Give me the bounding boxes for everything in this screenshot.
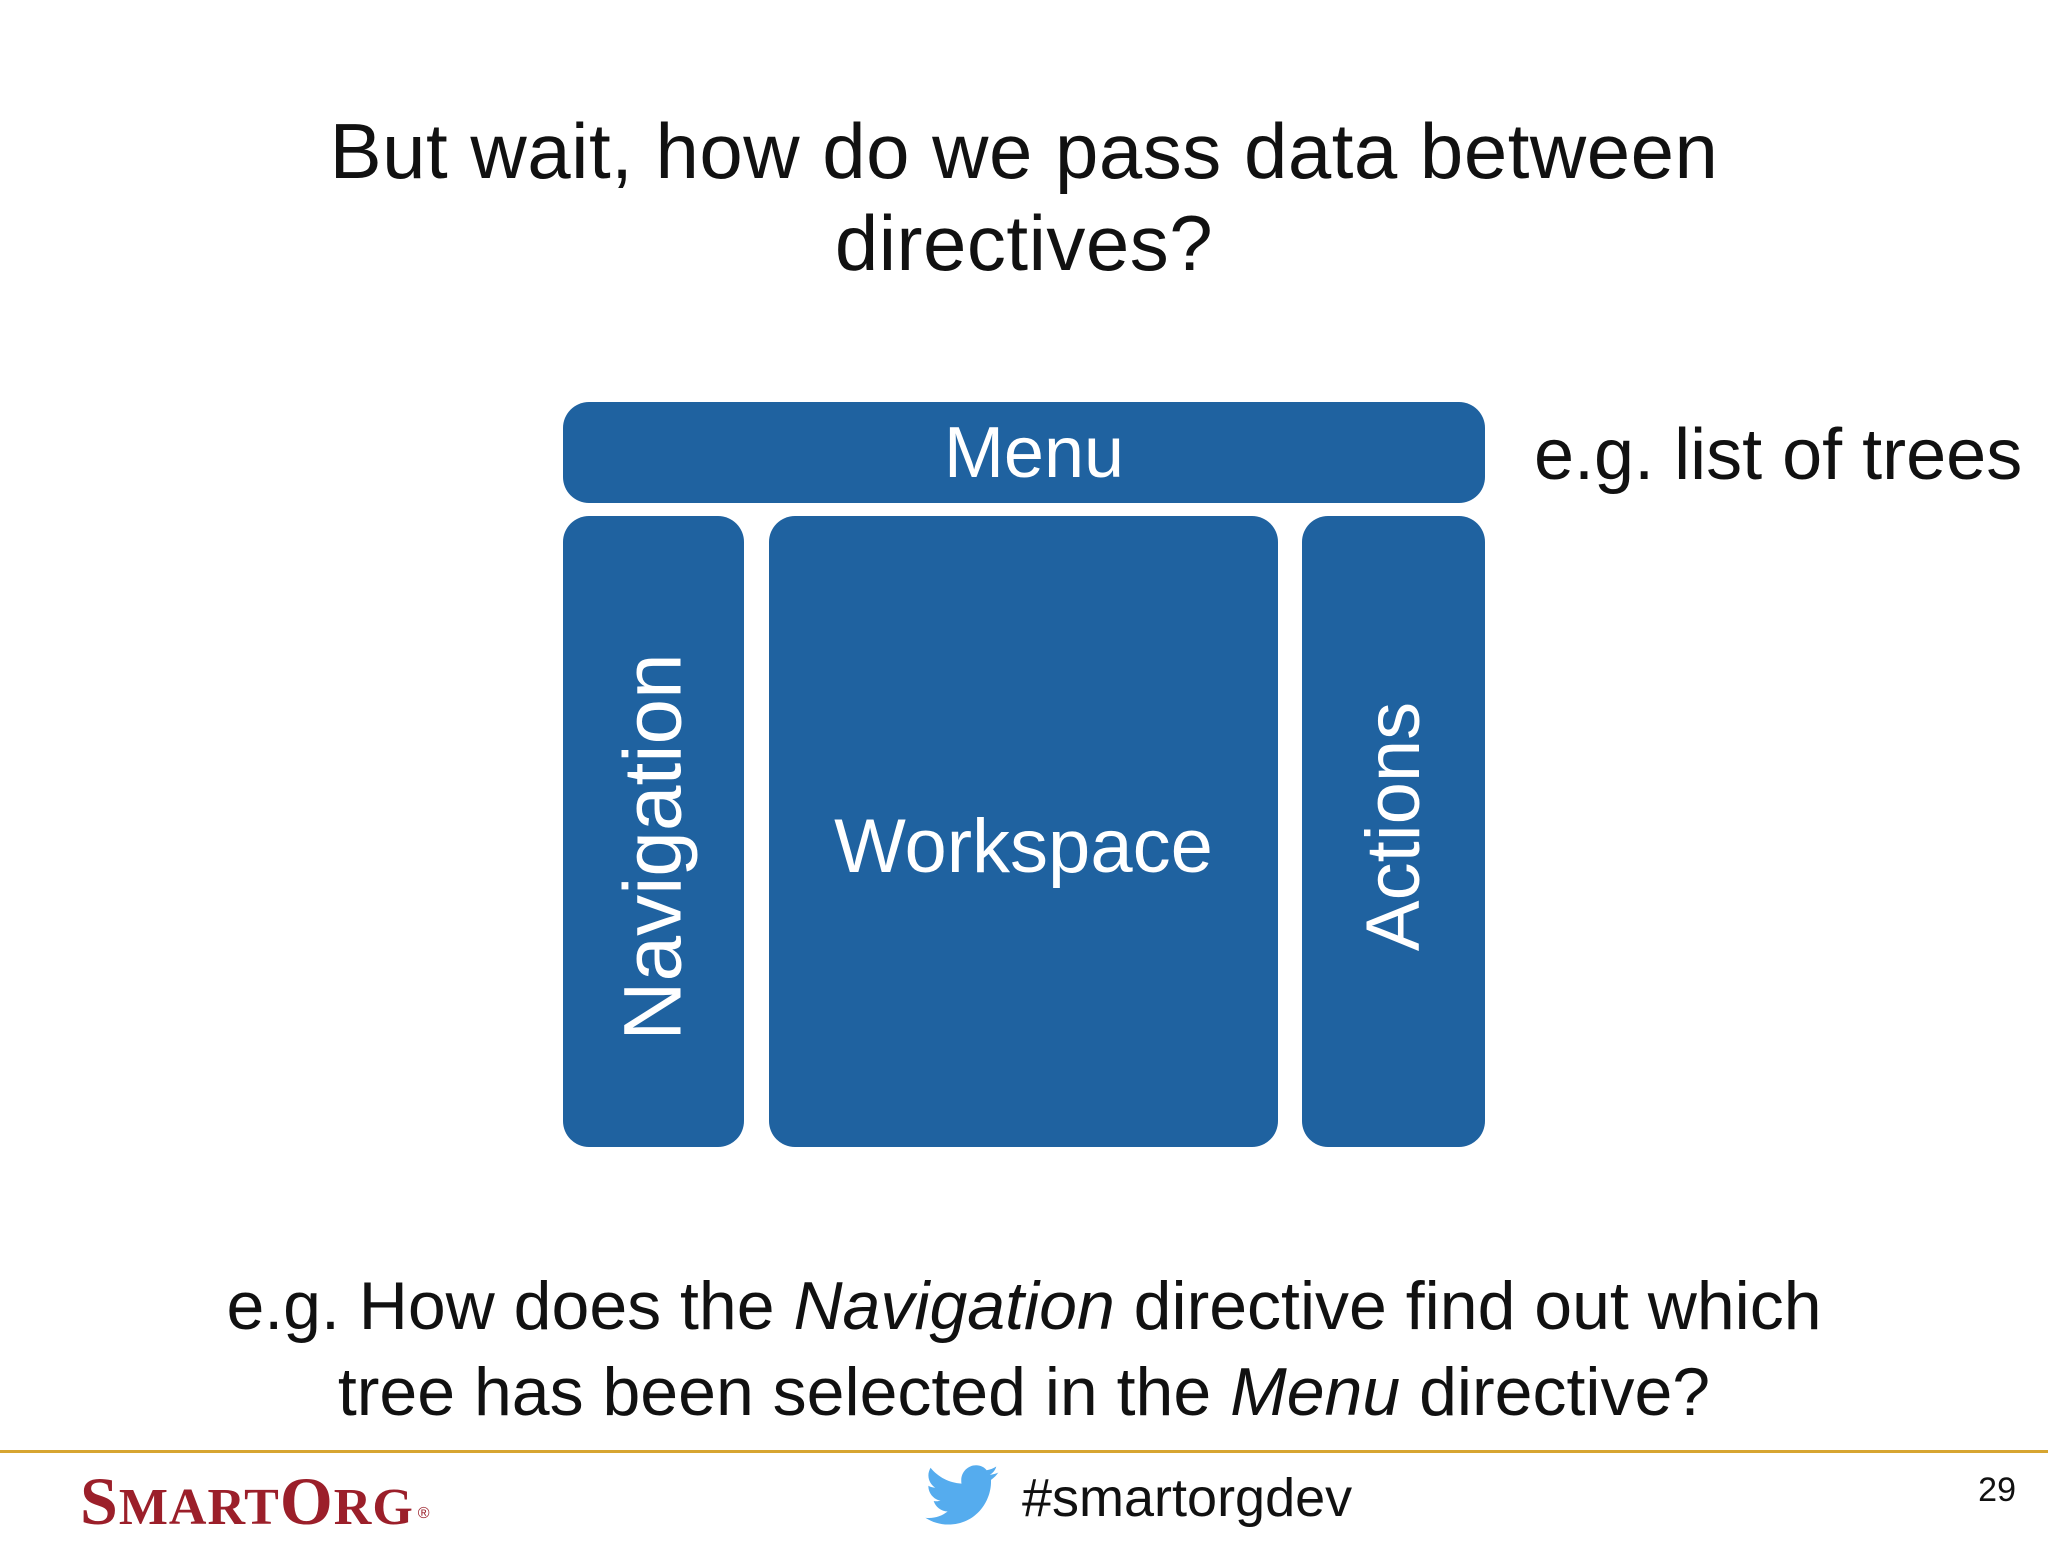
question-line-2-suffix: directive?	[1400, 1354, 1711, 1430]
logo-s: S	[80, 1463, 119, 1539]
page-number: 29	[1978, 1471, 2016, 1509]
menu-box: Menu	[563, 402, 1485, 503]
question-line-2-prefix: tree has been selected in the	[337, 1354, 1231, 1430]
hashtag-text: #smartorgdev	[1022, 1468, 1353, 1528]
question-line-1-suffix: directive find out which	[1114, 1268, 1822, 1344]
slide-title: But wait, how do we pass data between di…	[0, 105, 2048, 289]
question-line-1-prefix: e.g. How does the	[226, 1268, 794, 1344]
footer-divider	[0, 1450, 2048, 1453]
workspace-label: Workspace	[834, 804, 1213, 889]
navigation-box: Navigation	[563, 516, 744, 1147]
workspace-box: Workspace	[769, 516, 1278, 1147]
question-menu-emphasis: Menu	[1230, 1354, 1401, 1430]
slide-title-line-1: But wait, how do we pass data between	[329, 107, 1719, 195]
actions-label: Actions	[1351, 701, 1437, 952]
slide-title-line-2: directives?	[834, 199, 1214, 287]
menu-note: e.g. list of trees	[1534, 415, 2023, 495]
question-text: e.g. How does the Navigation directive f…	[0, 1263, 2048, 1435]
registered-mark: ®	[417, 1504, 431, 1522]
logo-rg: RG	[333, 1479, 414, 1536]
twitter-bird-icon	[925, 1465, 999, 1525]
actions-box: Actions	[1302, 516, 1485, 1147]
smartorg-logo: SMARTORG®	[80, 1466, 431, 1555]
logo-o: O	[279, 1463, 334, 1539]
question-line-1: e.g. How does the Navigation directive f…	[0, 1263, 2048, 1349]
menu-label: Menu	[943, 412, 1125, 493]
logo-mart: MART	[118, 1479, 280, 1536]
question-navigation-emphasis: Navigation	[793, 1268, 1115, 1344]
navigation-label: Navigation	[607, 652, 699, 1041]
question-line-2: tree has been selected in the Menu direc…	[0, 1349, 2048, 1435]
